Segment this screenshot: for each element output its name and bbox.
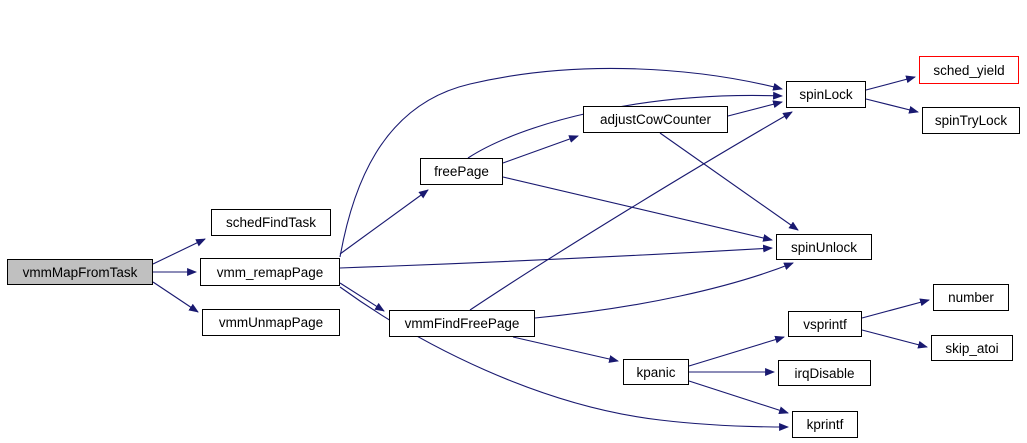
node-spinUnlock[interactable]: spinUnlock [776,234,872,260]
edge-adjustCowCounter-to-spinLock [727,100,783,117]
node-adjustCowCounter[interactable]: adjustCowCounter [583,106,728,133]
edge-vmm_remapPage-to-kprintf [339,286,789,431]
node-number[interactable]: number [933,284,1009,311]
node-vsprintf[interactable]: vsprintf [788,311,862,337]
node-vmmMapFromTask: vmmMapFromTask [7,259,153,285]
edge-spinLock-to-spinTryLock [865,98,919,114]
node-skip_atoi[interactable]: skip_atoi [931,335,1013,361]
edge-vmm_remapPage-to-vmmFindFreePage [339,282,385,312]
node-irqDisable[interactable]: irqDisable [778,360,871,386]
edge-vmmFindFreePage-to-spinUnlock [534,262,794,319]
edge-vmmFindFreePage-to-kpanic [512,336,619,363]
node-vmmUnmapPage[interactable]: vmmUnmapPage [202,309,340,336]
node-kprintf[interactable]: kprintf [792,411,858,438]
edge-vmmFindFreePage-to-spinLock [469,111,793,311]
node-vmm_remapPage[interactable]: vmm_remapPage [200,258,340,286]
node-spinLock[interactable]: spinLock [786,81,866,108]
node-vmmFindFreePage[interactable]: vmmFindFreePage [389,310,535,337]
edge-kpanic-to-kprintf [688,380,789,415]
node-kpanic[interactable]: kpanic [623,359,689,385]
edge-vsprintf-to-skip_atoi [861,329,928,349]
edge-vmmMapFromTask-to-schedFindTask [152,238,206,265]
edge-freePage-to-adjustCowCounter [502,135,579,164]
edge-vsprintf-to-number [861,298,930,319]
edge-vmm_remapPage-to-spinUnlock [339,244,773,269]
edge-spinLock-to-sched_yield [865,75,916,91]
node-spinTryLock[interactable]: spinTryLock [922,107,1020,134]
edge-adjustCowCounter-to-spinUnlock [659,132,799,231]
edge-vmm_remapPage-to-spinLock [339,67,783,258]
node-sched_yield[interactable]: sched_yield [919,56,1019,84]
node-freePage[interactable]: freePage [420,158,503,185]
edge-vmmMapFromTask-to-vmmUnmapPage [152,281,199,313]
edge-vmm_remapPage-to-freePage [339,189,429,255]
edge-freePage-to-spinUnlock [502,176,773,242]
edge-kpanic-to-vsprintf [688,335,785,367]
node-schedFindTask[interactable]: schedFindTask [211,209,331,236]
